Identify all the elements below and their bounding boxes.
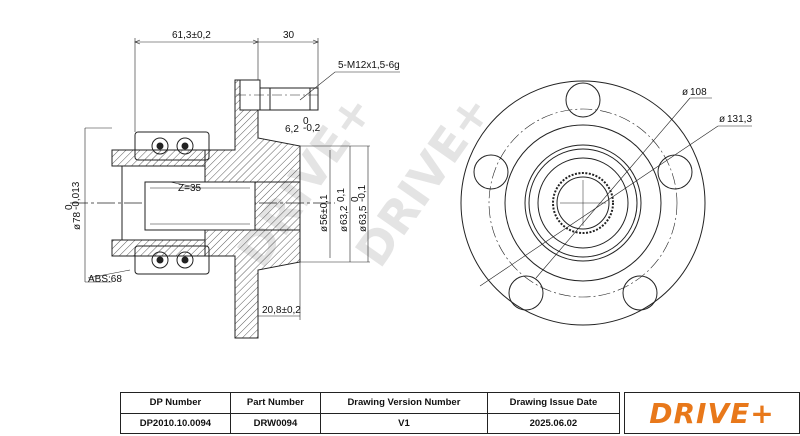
dim-spline-teeth: Z=35 [178, 183, 202, 194]
dim-dia-63-2: 63,2 [339, 205, 350, 225]
value-drawing-version: V1 [320, 412, 488, 434]
dim-dia-63-5-tol-sub: -0,1 [357, 184, 368, 202]
svg-text:ø: ø [358, 226, 369, 232]
brand-logo-text: DRIVE+ [649, 396, 775, 430]
value-dp-number: DP2010.10.0094 [120, 412, 231, 434]
svg-text:ø: ø [719, 114, 725, 125]
header-dp-number: DP Number [120, 392, 231, 414]
dim-bearing-dia: 78 [72, 211, 83, 223]
dim-dia-63-5: 63,5 [358, 205, 369, 225]
header-drawing-version: Drawing Version Number [320, 392, 488, 414]
hub-front-view [460, 80, 752, 326]
svg-text:ø: ø [339, 226, 350, 232]
title-block-table: DP Number Part Number Drawing Version Nu… [120, 392, 621, 434]
header-part-number: Part Number [229, 392, 322, 414]
dim-abs-teeth: ABS:68 [88, 274, 122, 285]
value-part-number: DRW0094 [229, 412, 322, 434]
title-block-value-row: DP2010.10.0094 DRW0094 V1 2025.06.02 [120, 412, 621, 434]
dim-dia-63-5-tol-sup: 0 [350, 196, 361, 202]
brand-logo: DRIVE+ [624, 392, 800, 434]
svg-text:ø: ø [319, 226, 330, 232]
front-dimensions: ø 108 ø 131,3 [682, 87, 752, 125]
title-block: DP Number Part Number Drawing Version Nu… [120, 392, 800, 436]
hub-section-view [70, 38, 400, 339]
svg-text:ø: ø [72, 224, 83, 230]
dim-pcd: 108 [690, 87, 707, 98]
dim-dia-63-2-tol: 0,1 [336, 188, 347, 202]
dim-stud-tol-sup: 0 [303, 116, 309, 127]
technical-drawing: DRIVE+ DRIVE+ [64, 30, 752, 339]
dim-flange-offset: 61,3±0,2 [172, 30, 211, 41]
dim-flange-dia: 131,3 [727, 114, 752, 125]
stud-hole-top [565, 82, 601, 118]
header-issue-date: Drawing Issue Date [486, 392, 621, 414]
dim-flange-thickness: 20,8±0,2 [262, 305, 301, 316]
dim-bearing-dia-tol-sub: -0,013 [71, 181, 82, 210]
svg-text:ø: ø [682, 87, 688, 98]
dim-stud-thread: 5-M12x1,5-6g [338, 60, 400, 71]
dim-stud-length: 30 [283, 30, 295, 41]
dim-stud-dia: 6,2 [285, 124, 299, 135]
section-dimensions: 61,3±0,2 30 5-M12x1,5-6g 6,2 0 -0,2 Z=35… [64, 30, 400, 316]
dim-dia-56: 56±0,1 [319, 194, 330, 225]
dim-stud-tol-sub: -0,2 [303, 123, 321, 134]
value-issue-date: 2025.06.02 [486, 412, 621, 434]
title-block-header-row: DP Number Part Number Drawing Version Nu… [120, 392, 621, 414]
dim-bearing-dia-tol-sup: 0 [64, 204, 75, 210]
